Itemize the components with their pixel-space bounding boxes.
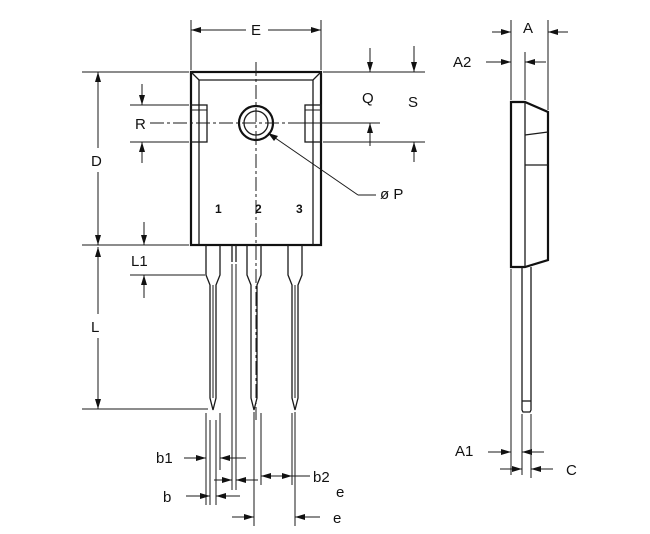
dim-label-e: e (333, 510, 341, 527)
dim-label-R: R (135, 116, 146, 133)
pin-label-2: 2 (255, 202, 262, 216)
pin-label-1: 1 (215, 202, 222, 216)
dim-label-A: A (523, 20, 533, 37)
dim-label-S: S (408, 94, 418, 111)
dim-label-e-upper: e (336, 484, 344, 501)
dim-label-b: b (163, 489, 171, 506)
front-dimensions: E D R L1 L (82, 20, 425, 527)
dim-label-b2: b2 (313, 469, 330, 486)
dim-label-D: D (91, 153, 102, 170)
dim-label-C: C (566, 462, 577, 479)
side-view: A A2 A1 C (453, 20, 577, 479)
dim-label-b1: b1 (156, 450, 173, 467)
pin-label-3: 3 (296, 202, 303, 216)
dim-label-P: ø P (380, 186, 403, 203)
dim-label-E: E (251, 22, 261, 39)
dim-label-L: L (91, 319, 99, 336)
front-view: 1 2 3 (150, 62, 376, 420)
dim-label-Q: Q (362, 90, 374, 107)
lead-1 (205, 245, 221, 411)
dim-label-L1: L1 (131, 253, 148, 270)
dim-label-A2: A2 (453, 54, 471, 71)
dim-label-A1: A1 (455, 443, 473, 460)
side-body (509, 100, 550, 269)
lead-3 (287, 245, 303, 411)
lead-2 (246, 245, 262, 411)
